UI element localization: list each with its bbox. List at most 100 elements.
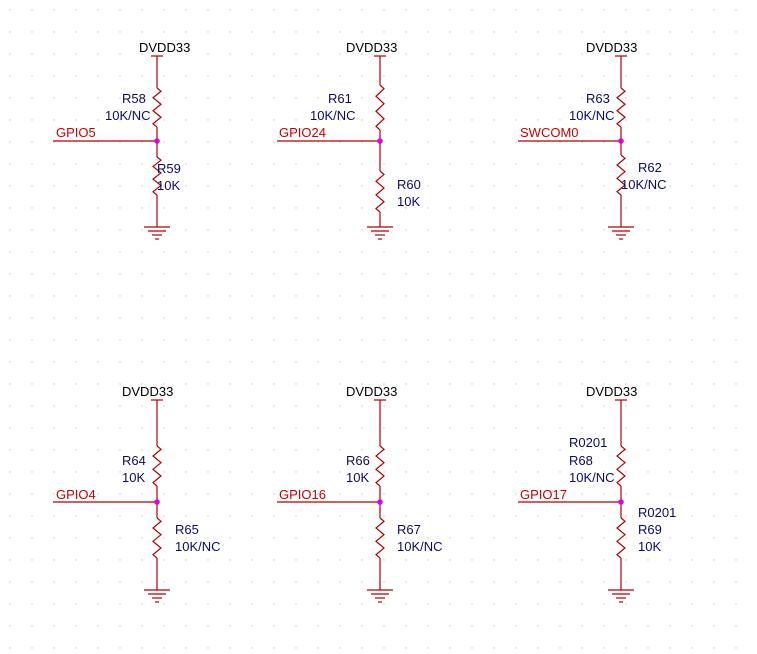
upper-resistor-ref[interactable]: R61 xyxy=(328,91,352,106)
grid-dot xyxy=(31,295,33,297)
grid-dot xyxy=(229,515,231,517)
upper-resistor-ref[interactable]: R68 xyxy=(569,453,593,468)
grid-dot xyxy=(9,317,11,319)
grid-dot xyxy=(625,493,627,495)
lower-resistor-ref[interactable]: R59 xyxy=(157,161,181,176)
grid-dot xyxy=(383,383,385,385)
grid-dot xyxy=(207,207,209,209)
pull-resistor-circuit-swcom0[interactable]: DVDD33 SWCOM0 R63 10K/NC R62 10K/NC xyxy=(518,40,667,240)
grid-dot xyxy=(603,427,605,429)
grid-dot xyxy=(449,97,451,99)
upper-resistor-icon xyxy=(152,445,162,487)
grid-dot xyxy=(229,163,231,165)
pull-resistor-circuit-gpio17[interactable]: DVDD33 GPIO17 R0201 R68 10K/NC R0201 R69… xyxy=(518,384,676,603)
grid-dot xyxy=(97,603,99,605)
grid-dot xyxy=(75,515,77,517)
grid-dot xyxy=(53,581,55,583)
grid-dot xyxy=(207,75,209,77)
grid-dot xyxy=(581,207,583,209)
lower-resistor-icon xyxy=(616,517,626,559)
grid-dot xyxy=(185,251,187,253)
grid-dot xyxy=(317,9,319,11)
grid-dot xyxy=(471,251,473,253)
grid-dot xyxy=(493,493,495,495)
grid-dot xyxy=(493,339,495,341)
grid-dot xyxy=(295,625,297,627)
lower-resistor-ref[interactable]: R65 xyxy=(175,522,199,537)
pull-resistor-circuit-gpio4[interactable]: DVDD33 GPIO4 R64 10K R65 10K/NC xyxy=(53,384,221,603)
grid-dot xyxy=(427,427,429,429)
signal-net-label[interactable]: GPIO17 xyxy=(520,487,567,502)
grid-dot xyxy=(229,471,231,473)
grid-dot xyxy=(339,163,341,165)
grid-dot xyxy=(713,339,715,341)
grid-dot xyxy=(647,295,649,297)
signal-net-label[interactable]: SWCOM0 xyxy=(520,125,579,140)
grid-dot xyxy=(31,427,33,429)
grid-dot xyxy=(669,383,671,385)
grid-dot xyxy=(207,273,209,275)
grid-dot xyxy=(581,273,583,275)
pull-resistor-circuit-gpio24[interactable]: DVDD33 GPIO24 R61 10K/NC R60 10K xyxy=(277,40,421,240)
grid-dot xyxy=(75,581,77,583)
grid-dot xyxy=(207,339,209,341)
upper-resistor-ref[interactable]: R64 xyxy=(122,453,146,468)
grid-dot xyxy=(163,603,165,605)
grid-dot xyxy=(75,207,77,209)
grid-dot xyxy=(449,449,451,451)
grid-dot xyxy=(603,471,605,473)
grid-dots xyxy=(9,9,737,649)
signal-net-label[interactable]: GPIO4 xyxy=(56,487,96,502)
grid-dot xyxy=(75,97,77,99)
signal-net-label[interactable]: GPIO16 xyxy=(279,487,326,502)
lower-resistor-ref[interactable]: R62 xyxy=(638,160,662,175)
pull-resistor-circuit-gpio16[interactable]: DVDD33 GPIO16 R66 10K R67 10K/NC xyxy=(277,384,443,603)
grid-dot xyxy=(405,493,407,495)
grid-dot xyxy=(141,75,143,77)
grid-dot xyxy=(625,9,627,11)
grid-dot xyxy=(427,625,429,627)
grid-dot xyxy=(405,537,407,539)
grid-dot xyxy=(207,647,209,649)
grid-dot xyxy=(119,317,121,319)
grid-dot xyxy=(31,53,33,55)
lower-resistor-ref[interactable]: R67 xyxy=(397,522,421,537)
grid-dot xyxy=(361,427,363,429)
grid-dot xyxy=(251,53,253,55)
grid-dot xyxy=(669,31,671,33)
grid-dot xyxy=(361,207,363,209)
grid-dot xyxy=(493,405,495,407)
grid-dot xyxy=(75,295,77,297)
upper-resistor-ref[interactable]: R63 xyxy=(586,91,610,106)
grid-dot xyxy=(339,207,341,209)
grid-dot xyxy=(405,53,407,55)
upper-resistor-value: 10K/NC xyxy=(310,108,356,123)
upper-resistor-ref[interactable]: R66 xyxy=(346,453,370,468)
grid-dot xyxy=(691,449,693,451)
grid-dot xyxy=(163,405,165,407)
lower-resistor-ref[interactable]: R69 xyxy=(638,522,662,537)
grid-dot xyxy=(273,493,275,495)
grid-dot xyxy=(581,339,583,341)
grid-dot xyxy=(647,185,649,187)
grid-dot xyxy=(537,31,539,33)
lower-resistor-ref[interactable]: R60 xyxy=(397,177,421,192)
grid-dot xyxy=(559,515,561,517)
grid-dot xyxy=(9,559,11,561)
signal-net-label[interactable]: GPIO5 xyxy=(56,125,96,140)
grid-dot xyxy=(669,9,671,11)
grid-dot xyxy=(53,471,55,473)
grid-dot xyxy=(229,625,231,627)
grid-dot xyxy=(471,383,473,385)
grid-dot xyxy=(405,31,407,33)
grid-dot xyxy=(251,75,253,77)
grid-dot xyxy=(735,185,737,187)
signal-net-label[interactable]: GPIO24 xyxy=(279,125,326,140)
grid-dot xyxy=(691,625,693,627)
grid-dot xyxy=(559,295,561,297)
grid-dot xyxy=(295,119,297,121)
grid-dot xyxy=(53,119,55,121)
upper-resistor-ref[interactable]: R58 xyxy=(122,91,146,106)
grid-dot xyxy=(581,647,583,649)
pull-resistor-circuit-gpio5[interactable]: DVDD33 GPIO5 R58 10K/NC R59 10K xyxy=(53,40,190,240)
